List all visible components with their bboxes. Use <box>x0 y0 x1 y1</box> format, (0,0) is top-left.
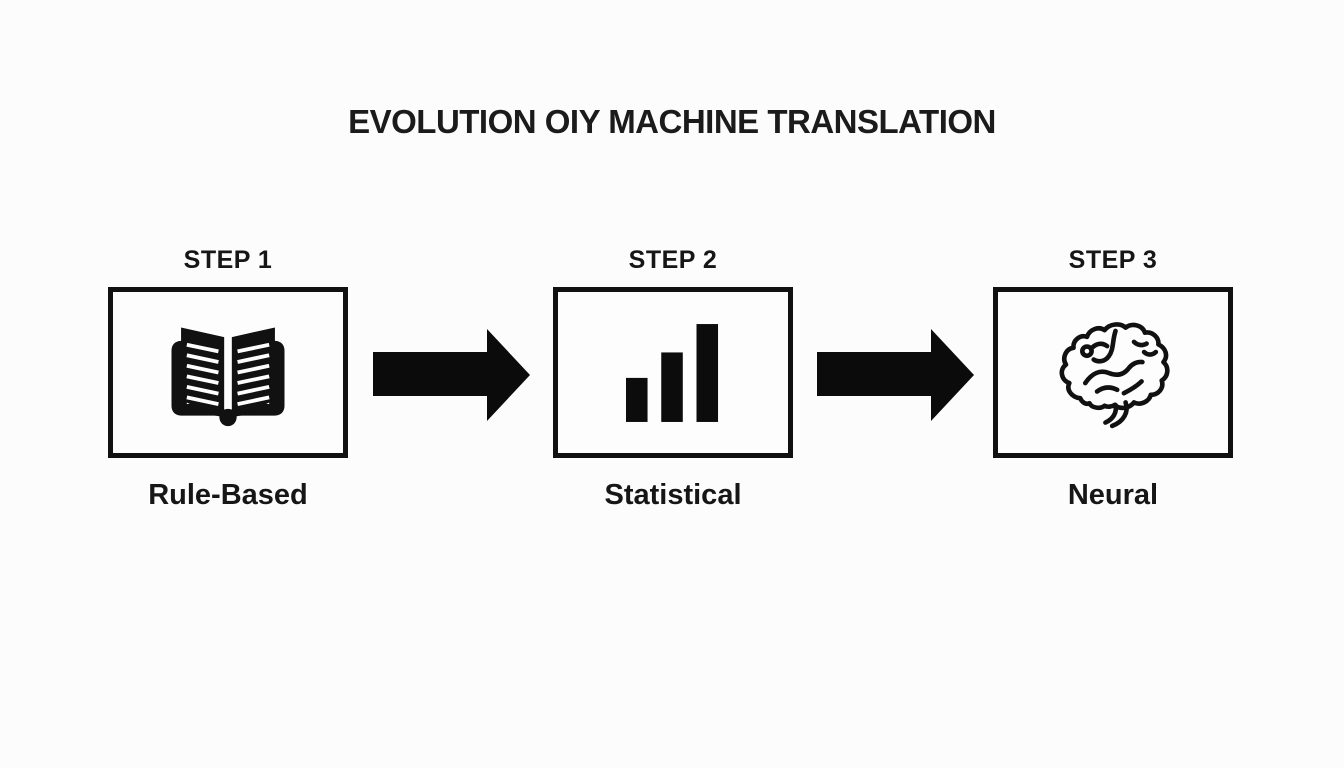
step2-caption: Statistical <box>604 479 742 511</box>
step3-box <box>993 287 1233 458</box>
step1-label: STEP 1 <box>183 246 273 274</box>
right-arrow-icon <box>373 329 530 421</box>
step3-label: STEP 3 <box>1068 246 1158 274</box>
step2-box <box>553 287 793 458</box>
diagram-title: EVOLUTION OIY MACHINE TRANSLATION <box>348 103 996 140</box>
right-arrow-icon <box>817 329 974 421</box>
brain-icon <box>1050 314 1176 432</box>
step1-box <box>108 287 348 458</box>
step1-caption: Rule-Based <box>148 479 308 511</box>
step2-label: STEP 2 <box>628 246 718 274</box>
bar-chart-icon <box>626 323 720 423</box>
open-book-icon <box>165 316 291 429</box>
step3-caption: Neural <box>1067 479 1159 511</box>
